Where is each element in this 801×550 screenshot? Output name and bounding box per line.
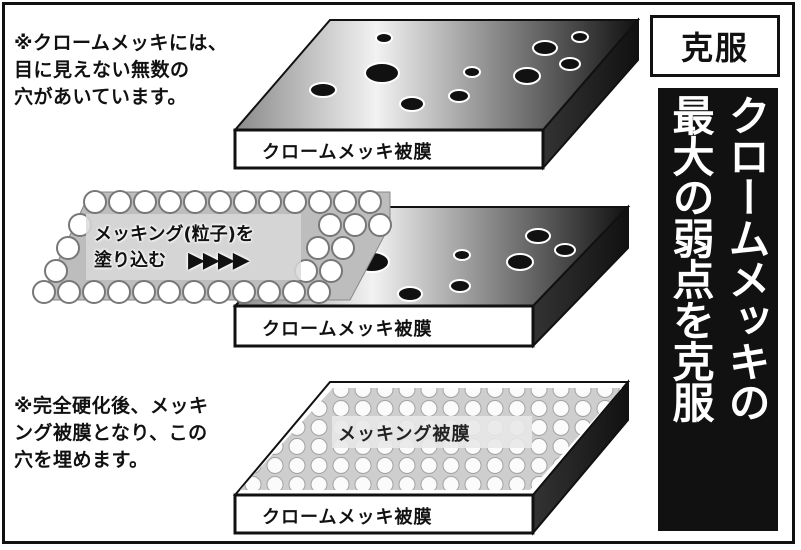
coated-slab-3 [232, 379, 631, 536]
mekking-coat-label: メッキング被膜 [338, 424, 471, 445]
chrome-slab-1 [232, 17, 641, 171]
note-chrome-holes: ※クロームメッキには、 目に見えない無数の 穴があいています。 [14, 32, 228, 108]
chrome-layer-label-2: クロームメッキ被膜 [262, 319, 433, 340]
arrow-icons: ▶▶▶▶ [188, 248, 250, 273]
chrome-layer-label-3: クロームメッキ被膜 [262, 507, 433, 528]
headline-col-2: 最大の弱点を克服 [666, 94, 715, 422]
headline-panel: クロームメッキの 最大の弱点を克服 [658, 88, 778, 531]
mekking-particles-label: メッキング(粒子)を 塗り込む [94, 224, 254, 271]
mekking-particle-cluster [32, 190, 392, 304]
headline-col-1: クロームメッキの [722, 94, 771, 422]
micro-holes [309, 31, 589, 112]
overcome-badge: 克服 [650, 15, 780, 77]
chrome-layer-label-1: クロームメッキ被膜 [262, 142, 433, 163]
outer-frame [2, 2, 795, 544]
note-fills-holes: ※完全硬化後、メッキ ング被膜となり、この 穴を埋めます。 [14, 395, 209, 471]
